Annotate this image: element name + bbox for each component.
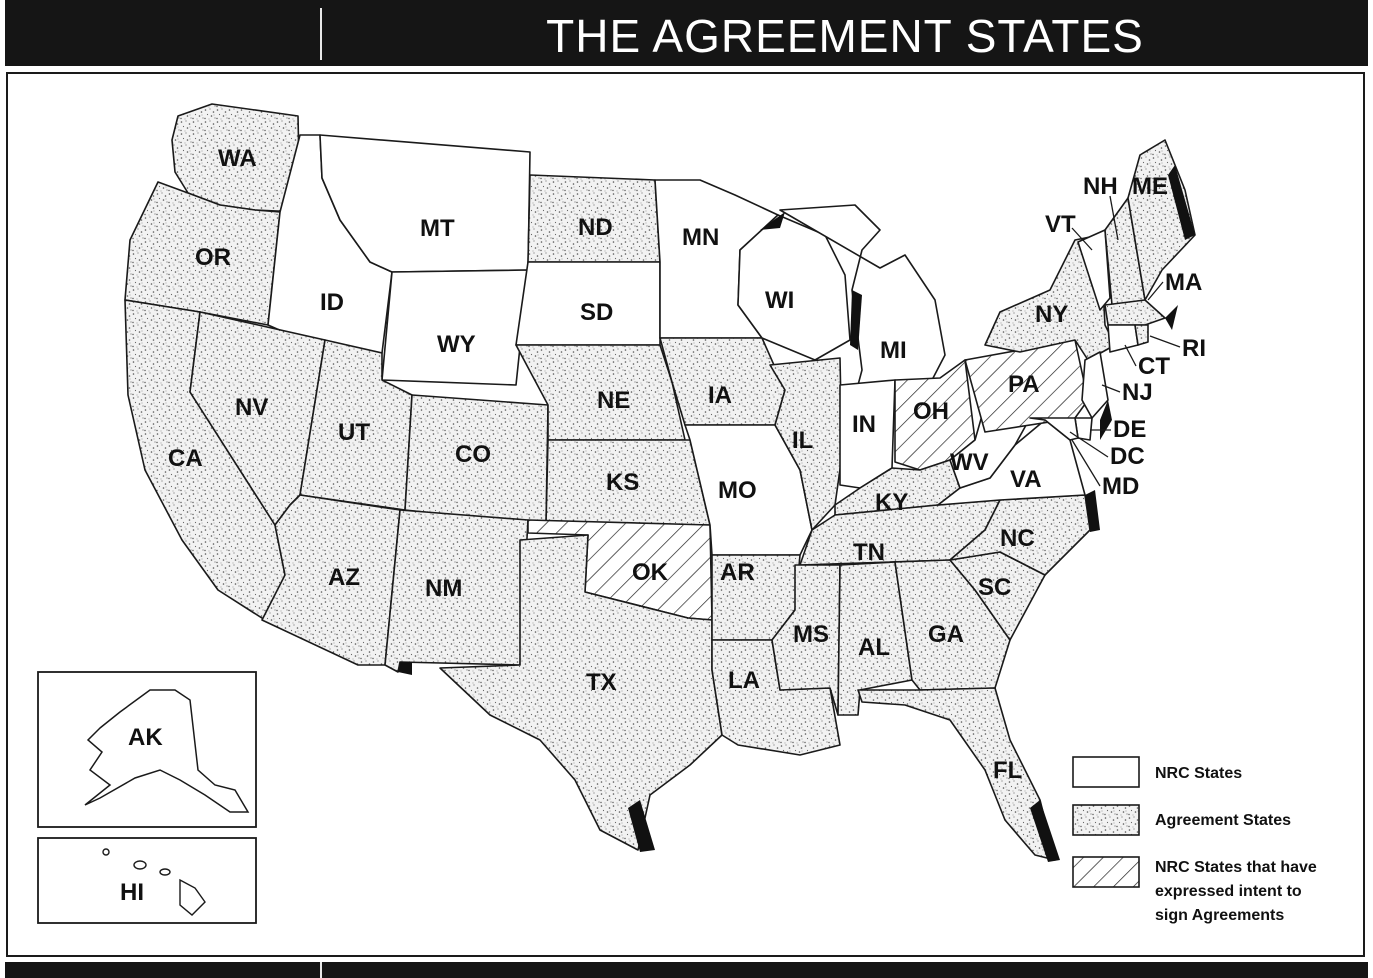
- state-VT: [1077, 229, 1111, 311]
- label-IL: IL: [792, 427, 813, 454]
- label-WV: WV: [950, 449, 989, 476]
- label-NE: NE: [597, 387, 630, 414]
- label-VT: VT: [1045, 211, 1076, 238]
- label-SC: SC: [978, 574, 1011, 601]
- state-labels: WA OR CA ID NV MT WY UT AZ CO NM ND SD N…: [168, 145, 1206, 784]
- state-TX: [439, 534, 723, 851]
- legend-label-nrc: NRC States: [1155, 765, 1242, 782]
- state-FL: [857, 687, 1056, 861]
- label-FL: FL: [993, 757, 1022, 784]
- label-MI: MI: [880, 337, 907, 364]
- label-AK: AK: [128, 724, 163, 751]
- label-UT: UT: [338, 419, 370, 446]
- label-WY: WY: [437, 331, 476, 358]
- legend-label-intent-3: sign Agreements: [1155, 907, 1284, 924]
- label-SD: SD: [580, 299, 613, 326]
- label-OK: OK: [632, 559, 669, 586]
- label-CT: CT: [1138, 353, 1170, 380]
- label-ID: ID: [320, 289, 344, 316]
- title-divider: [320, 8, 322, 60]
- label-TN: TN: [853, 539, 885, 566]
- state-NY: [984, 234, 1116, 361]
- state-WY: [381, 269, 529, 386]
- inset-hawaii-box: [37, 837, 257, 924]
- bottom-divider: [320, 962, 322, 978]
- state-CT: [1107, 324, 1139, 353]
- label-TX: TX: [586, 669, 617, 696]
- state-HI: [102, 848, 206, 916]
- label-CO: CO: [455, 441, 491, 468]
- label-GA: GA: [928, 621, 964, 648]
- state-MD: [1029, 417, 1079, 441]
- state-NJ: [1081, 351, 1109, 419]
- label-WI: WI: [765, 287, 794, 314]
- label-ND: ND: [578, 214, 613, 241]
- label-MD: MD: [1102, 473, 1139, 500]
- page-title: THE AGREEMENT STATES: [546, 10, 1144, 62]
- legend: NRC States Agreement States NRC States t…: [1072, 756, 1317, 924]
- label-DC: DC: [1110, 443, 1145, 470]
- label-LA: LA: [728, 667, 760, 694]
- label-CA: CA: [168, 445, 203, 472]
- label-HI: HI: [120, 879, 144, 906]
- legend-swatch-intent: [1072, 856, 1140, 888]
- label-NV: NV: [235, 394, 268, 421]
- label-ME: ME: [1132, 173, 1168, 200]
- label-OH: OH: [913, 398, 949, 425]
- label-NY: NY: [1035, 301, 1068, 328]
- shoreline-accents: [398, 165, 1195, 862]
- label-WA: WA: [218, 145, 257, 172]
- state-WI: [737, 214, 851, 361]
- label-KY: KY: [875, 489, 908, 516]
- legend-label-intent-2: expressed intent to: [1155, 883, 1302, 900]
- state-MT: [319, 134, 531, 273]
- label-MS: MS: [793, 621, 829, 648]
- label-IA: IA: [708, 382, 732, 409]
- legend-label-agreement: Agreement States: [1155, 812, 1291, 829]
- legend-swatch-nrc: [1072, 756, 1140, 788]
- label-NM: NM: [425, 575, 462, 602]
- label-RI: RI: [1182, 335, 1206, 362]
- legend-swatch-agreement: [1072, 804, 1140, 836]
- label-NH: NH: [1083, 173, 1118, 200]
- label-MN: MN: [682, 224, 719, 251]
- label-MA: MA: [1165, 269, 1202, 296]
- label-AR: AR: [720, 559, 755, 586]
- leader-lines: [1069, 195, 1181, 487]
- label-MT: MT: [420, 215, 455, 242]
- label-AZ: AZ: [328, 564, 360, 591]
- label-NC: NC: [1000, 525, 1035, 552]
- title-bar: [5, 0, 1368, 66]
- label-OR: OR: [195, 244, 231, 271]
- bottom-bar: [5, 962, 1368, 978]
- state-AK: [84, 689, 250, 813]
- state-RI: [1134, 324, 1149, 346]
- label-PA: PA: [1008, 371, 1040, 398]
- label-AL: AL: [858, 634, 890, 661]
- label-IN: IN: [852, 411, 876, 438]
- label-MO: MO: [718, 477, 757, 504]
- label-VA: VA: [1010, 466, 1042, 493]
- label-NJ: NJ: [1122, 379, 1153, 406]
- legend-label-intent-1: NRC States that have: [1155, 859, 1317, 876]
- label-KS: KS: [606, 469, 639, 496]
- label-DE: DE: [1113, 416, 1146, 443]
- state-MA: [1104, 299, 1166, 326]
